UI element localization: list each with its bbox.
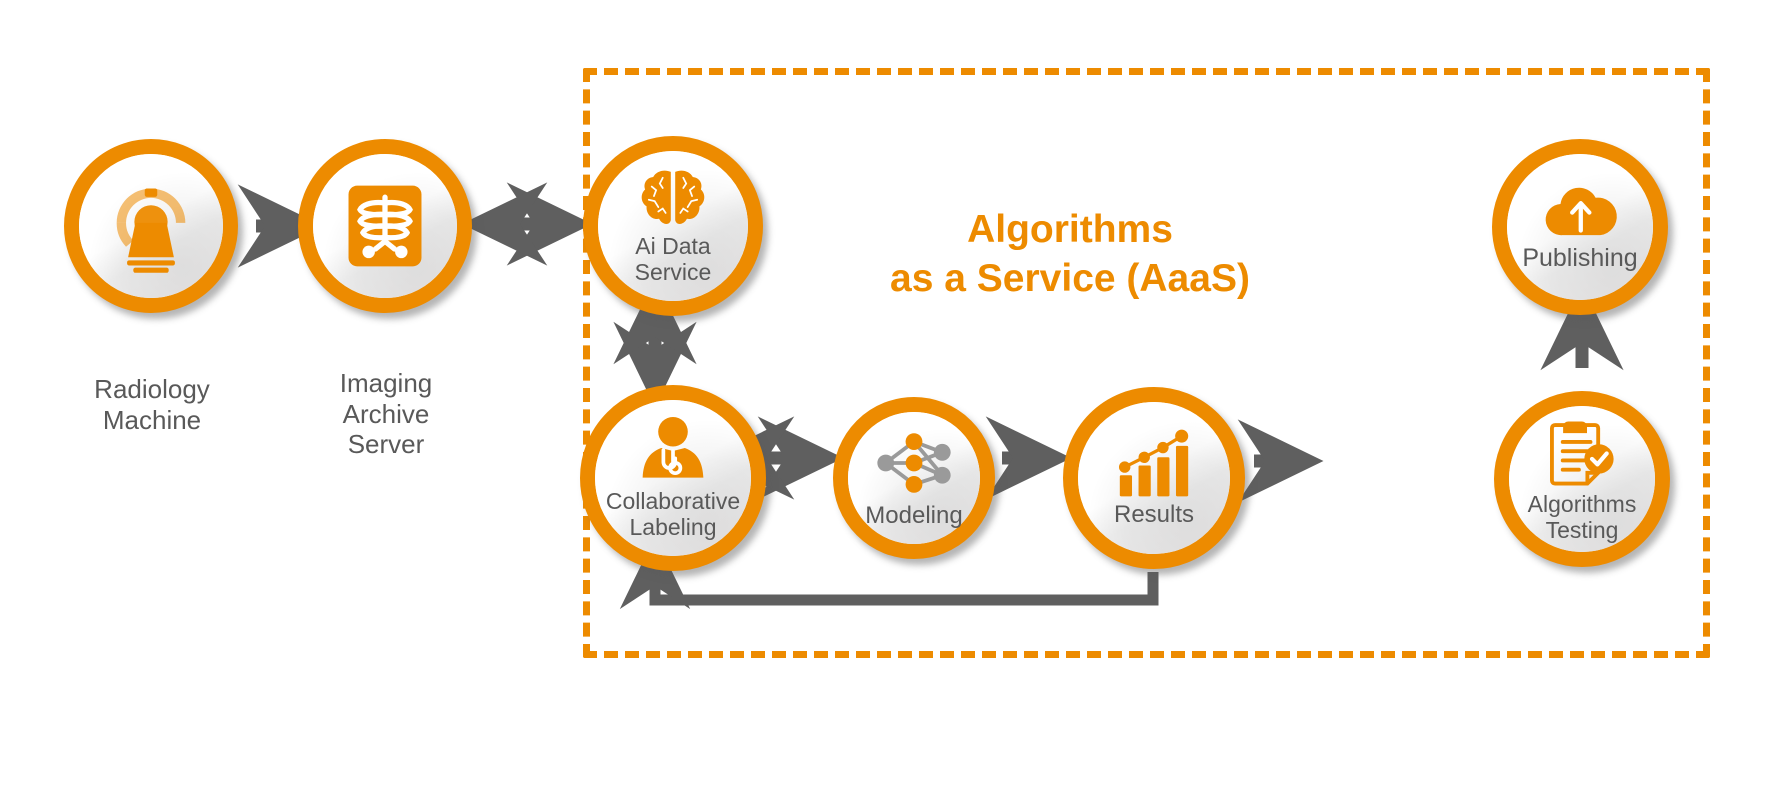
node-publishing-label: Publishing [1522,244,1638,272]
node-radiology-machine-label: Radiology Machine [94,374,210,435]
node-radiology-machine[interactable] [64,139,238,313]
node-ai-data-service-label: Ai Data Service [634,233,712,285]
node-imaging-archive-server-label: Imaging Archive Server [339,368,433,460]
clipboard-check-icon [1545,414,1619,490]
node-modeling[interactable]: Modeling [833,397,995,559]
node-collaborative-labeling[interactable]: Collaborative Labeling [580,385,766,571]
node-publishing[interactable]: Publishing [1492,139,1668,315]
aaas-title: Algorithms as a Service (AaaS) [890,208,1250,301]
node-results-label: Results [1113,500,1195,528]
node-ai-data-service[interactable]: Ai Data Service [583,136,763,316]
aaas-dashed-container [583,68,1710,658]
node-modeling-label: Modeling [865,501,963,529]
node-results[interactable]: Results [1063,387,1245,569]
cloud-upload-icon [1541,182,1619,240]
node-algorithms-testing-label: Algorithms Testing [1527,491,1637,543]
brain-icon [636,166,710,232]
node-imaging-archive-server[interactable] [298,139,472,313]
neural-network-icon [872,427,956,499]
ct-scanner-icon [99,174,203,278]
node-collaborative-labeling-label: Collaborative Labeling [605,488,741,540]
doctor-icon [636,415,710,487]
xray-chest-icon [337,178,433,274]
bar-chart-trend-icon [1113,428,1195,498]
node-algorithms-testing[interactable]: Algorithms Testing [1494,391,1670,567]
